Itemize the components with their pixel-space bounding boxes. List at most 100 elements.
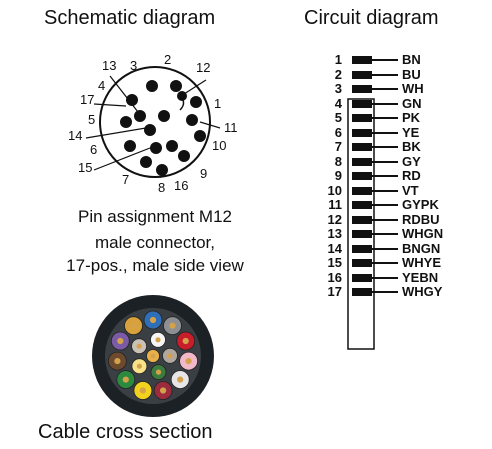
- circuit-pin-number: 6: [334, 124, 342, 140]
- circuit-pin-number: 16: [327, 269, 342, 285]
- circuit-pin-number: 4: [334, 95, 342, 111]
- circuit-row: 4 GN: [322, 95, 492, 111]
- pin-2: [170, 80, 182, 92]
- circuit-wire-line: [372, 146, 398, 148]
- pin-label-9: 9: [200, 166, 207, 181]
- cable-wire-core: [155, 337, 161, 343]
- pin-caption-line2: male connector,: [94, 233, 215, 252]
- circuit-pin-number: 2: [334, 66, 342, 82]
- circuit-pin-contact: [352, 288, 372, 296]
- circuit-pin-number: 7: [334, 139, 342, 154]
- connector-outline: [99, 66, 211, 178]
- circuit-color-code: GYPK: [402, 197, 439, 212]
- cable-wire-core: [177, 376, 184, 383]
- circuit-pin-contact: [352, 244, 372, 253]
- pin-17: [158, 110, 170, 122]
- circuit-pin-contact: [352, 157, 372, 166]
- cable-wire-core: [182, 337, 189, 345]
- cable-wire-core: [114, 358, 121, 365]
- circuit-diagram-title: Circuit diagram: [304, 7, 439, 29]
- circuit-color-code: YEBN: [402, 269, 439, 285]
- circuit-row: 16 YEBN: [322, 269, 492, 285]
- circuit-pin-number: 11: [328, 197, 342, 212]
- circuit-color-code: WHYE: [402, 255, 441, 270]
- cable-wires: [107, 310, 198, 400]
- pin-5: [120, 116, 132, 128]
- leader-line-12: [183, 79, 207, 95]
- circuit-wire-line: [372, 291, 398, 293]
- circuit-wire-line: [372, 73, 398, 76]
- circuit-color-code: VT: [402, 182, 419, 198]
- circuit-color-code: BN: [402, 52, 421, 67]
- pin-label-5: 5: [88, 112, 95, 127]
- circuit-pin-contact: [352, 172, 372, 180]
- pin-4: [126, 94, 138, 106]
- pin-16: [166, 140, 178, 152]
- pin-label-1: 1: [214, 96, 221, 111]
- cable-wire-core: [136, 343, 142, 349]
- connector-housing: [347, 98, 375, 350]
- cable-wire-core: [150, 353, 156, 359]
- connector-pins: [120, 80, 206, 176]
- pin-6: [124, 140, 136, 152]
- circuit-wire-line: [372, 117, 398, 119]
- circuit-pin-contact: [352, 201, 372, 209]
- pin-label-13: 13: [102, 58, 116, 73]
- pin-caption-line3: 17-pos., male side view: [66, 256, 244, 275]
- circuit-color-code: YE: [402, 124, 420, 140]
- circuit-wire-line: [372, 276, 398, 279]
- cable-wire-core: [167, 353, 173, 359]
- circuit-color-code: GN: [402, 95, 422, 111]
- circuit-color-code: GY: [402, 153, 421, 169]
- pin-label-7: 7: [122, 172, 129, 187]
- circuit-wire-line: [372, 262, 398, 264]
- circuit-row: 11 GYPK: [322, 197, 492, 212]
- circuit-color-code: WHGN: [402, 226, 444, 241]
- pin-11: [186, 114, 198, 126]
- pin-15: [150, 142, 162, 154]
- circuit-row: 6 YE: [322, 124, 492, 140]
- cable-wire-core: [169, 322, 176, 329]
- circuit-row: 9 RD: [322, 168, 492, 183]
- pin-label-3: 3: [130, 58, 137, 73]
- circuit-pin-number: 8: [334, 153, 342, 169]
- circuit-row: 7 BK: [322, 139, 492, 154]
- circuit-row: 8 GY: [322, 153, 492, 169]
- circuit-color-code: BK: [402, 139, 421, 154]
- circuit-pin-number: 17: [327, 284, 342, 299]
- leader-line-14: [85, 127, 147, 139]
- circuit-row: 1 BN: [322, 52, 492, 67]
- cable-wire-core: [149, 316, 157, 324]
- circuit-pin-contact: [352, 99, 372, 108]
- cable-wire-core: [155, 369, 162, 375]
- pin-10: [194, 130, 206, 142]
- cable-cross-section-image: [92, 295, 214, 417]
- cable-wire-core: [136, 363, 142, 369]
- circuit-pin-number: 15: [327, 255, 342, 270]
- leader-line-11: [199, 121, 221, 129]
- circuit-wire-line: [372, 233, 398, 235]
- leader-line-15: [93, 147, 151, 171]
- circuit-wire-line: [372, 175, 398, 177]
- circuit-pin-contact: [352, 273, 372, 282]
- pin-14: [144, 124, 156, 136]
- pin-label-10: 10: [212, 138, 226, 153]
- cable-wire-core: [117, 337, 124, 345]
- circuit-color-code: RD: [402, 168, 421, 183]
- circuit-pin-number: 12: [327, 211, 342, 227]
- circuit-pin-number: 9: [334, 168, 342, 183]
- circuit-pin-contact: [352, 230, 372, 238]
- circuit-pin-number: 1: [334, 52, 342, 67]
- circuit-color-code: PK: [402, 110, 421, 125]
- circuit-pin-contact: [352, 143, 372, 151]
- cable-cross-section-title: Cable cross section: [38, 421, 213, 443]
- pin-label-8: 8: [158, 180, 165, 195]
- circuit-pin-contact: [352, 114, 372, 122]
- pin-label-4: 4: [98, 78, 105, 93]
- pin-7: [140, 156, 152, 168]
